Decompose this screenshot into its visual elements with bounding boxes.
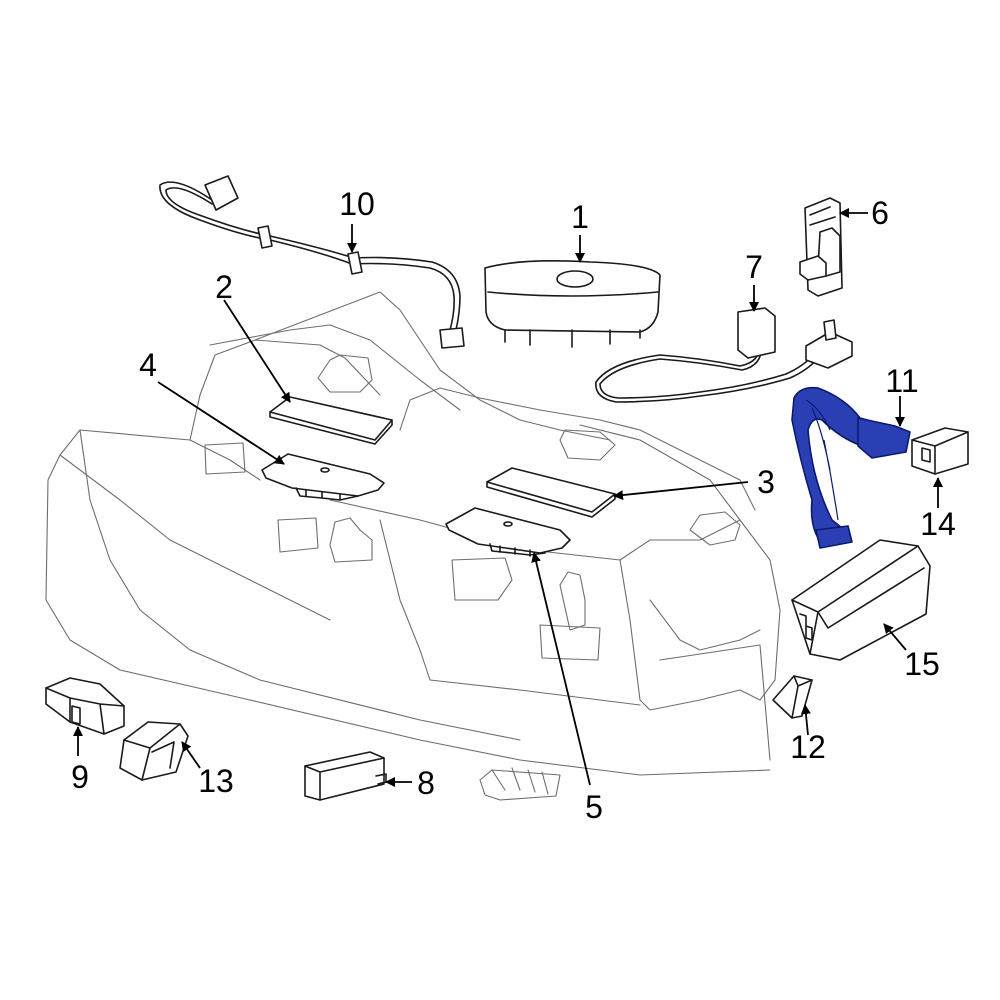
part-3-pad: [486, 467, 616, 518]
part-9-switch: [45, 677, 125, 735]
callout-1: 1: [571, 199, 589, 235]
part-5-bracket: [445, 507, 571, 557]
leader-15: [883, 623, 907, 651]
callout-13: 13: [198, 763, 234, 799]
leader-2: [223, 299, 291, 403]
callout-5: 5: [585, 789, 603, 825]
part-8-module: [304, 751, 387, 801]
part-7-cable: [595, 307, 853, 403]
part-4-bracket: [261, 453, 385, 501]
part-14-clip: [911, 427, 969, 475]
callout-4: 4: [139, 347, 157, 383]
part-11-cable-highlighted: [791, 386, 911, 549]
console-body: [45, 291, 781, 801]
leader-4: [157, 381, 285, 465]
part-10-harness: [159, 175, 465, 349]
part-13-connector: [119, 721, 189, 781]
callout-12: 12: [790, 729, 826, 765]
callout-11: 11: [885, 363, 918, 399]
callout-2: 2: [215, 269, 233, 305]
leader-3: [613, 481, 749, 501]
part-15-module: [791, 539, 931, 661]
leader-12: [800, 704, 811, 736]
part-1-lid-module: [484, 260, 661, 348]
callout-6: 6: [871, 195, 889, 231]
leader-13: [181, 741, 201, 769]
callout-10: 10: [339, 186, 375, 222]
callout-14: 14: [920, 506, 956, 542]
leader-5: [531, 552, 591, 786]
callout-3: 3: [757, 464, 775, 500]
part-6-switch: [799, 197, 843, 297]
leader-lines: [73, 208, 943, 787]
callout-7: 7: [745, 249, 763, 285]
callout-8: 8: [417, 765, 435, 801]
callout-labels: 1 2 3 4 5 6 7 8 9 10 11 12 13 14 15: [71, 186, 956, 825]
callout-9: 9: [71, 759, 89, 795]
callout-15: 15: [904, 646, 940, 682]
part-2-pad: [269, 396, 393, 445]
